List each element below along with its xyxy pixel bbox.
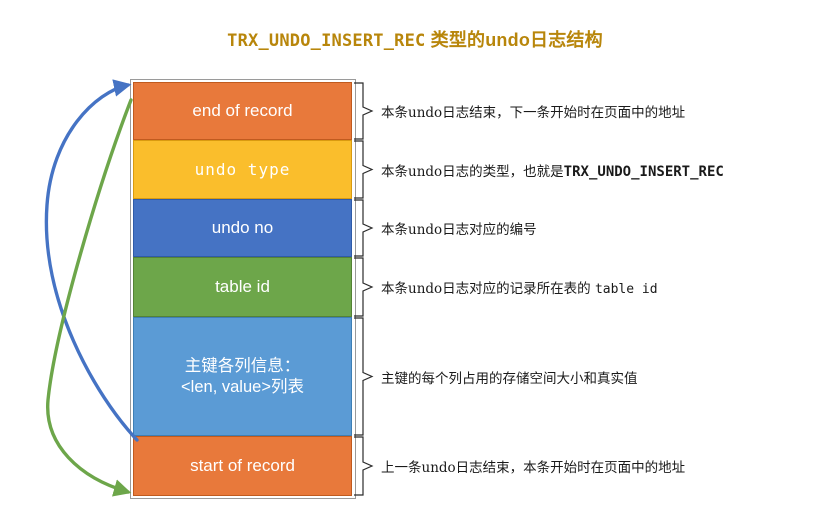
annotation-undo-type: 本条undo日志的类型，也就是TRX_UNDO_INSERT_REC	[381, 160, 724, 180]
page-title: TRX_UNDO_INSERT_REC 类型的undo日志结构	[0, 26, 830, 52]
annotation-text: 本条undo日志对应的编号	[381, 222, 537, 238]
field-end-of-record[interactable]: end of record	[133, 82, 352, 140]
field-label: undo no	[211, 218, 274, 238]
annotation-text: 主键的每个列占用的存储空间大小和真实值	[381, 371, 638, 387]
annotation-text: 本条undo日志结束，下一条开始时在页面中的地址	[381, 105, 686, 121]
annotation-primary-key-columns: 主键的每个列占用的存储空间大小和真实值	[381, 367, 638, 387]
annotation-table-id: 本条undo日志对应的记录所在表的 table id	[381, 277, 658, 297]
field-label: start of record	[190, 456, 295, 476]
annotation-undo-no: 本条undo日志对应的编号	[381, 218, 537, 238]
field-start-of-record[interactable]: start of record	[133, 436, 352, 496]
field-label: table id	[215, 277, 270, 297]
annotation-start-of-record: 上一条undo日志结束，本条开始时在页面中的地址	[381, 456, 685, 476]
field-label: end of record	[192, 101, 293, 121]
annotation-code: table id	[594, 282, 658, 297]
annotation-end-of-record: 本条undo日志结束，下一条开始时在页面中的地址	[381, 101, 685, 121]
field-primary-key-columns[interactable]: 主键各列信息： <len, value>列表	[133, 317, 352, 436]
field-label-line2: <len, value>列表	[181, 377, 304, 396]
annotation-text: 上一条undo日志结束，本条开始时在页面中的地址	[381, 460, 686, 476]
annotation-text: 本条undo日志对应的记录所在表的	[381, 281, 595, 297]
blue-arrow-start-to-end	[44, 79, 139, 442]
field-label: undo type	[194, 159, 291, 179]
field-label-line1: 主键各列信息：	[184, 356, 301, 375]
green-arrow-end-to-start	[46, 98, 133, 497]
field-undo-no[interactable]: undo no	[133, 199, 352, 257]
title-code: TRX_UNDO_INSERT_REC	[227, 31, 426, 51]
annotation-code: TRX_UNDO_INSERT_REC	[563, 164, 724, 180]
field-table-id[interactable]: table id	[133, 257, 352, 317]
annotation-text: 本条undo日志的类型，也就是	[381, 164, 564, 180]
title-rest: 类型的undo日志结构	[425, 30, 603, 50]
field-undo-type[interactable]: undo type	[133, 140, 352, 199]
